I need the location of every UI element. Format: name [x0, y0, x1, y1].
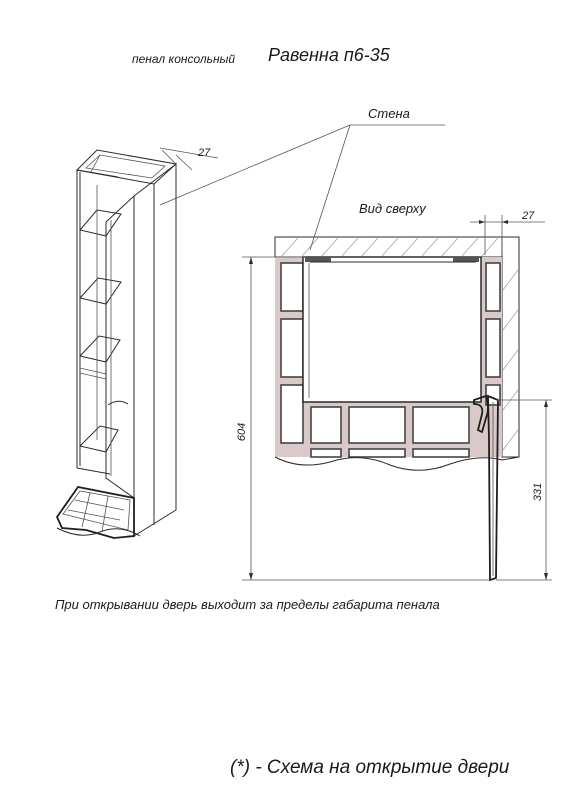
plan-view: 27 604 331 — [236, 124, 552, 582]
shelf — [79, 277, 122, 305]
tile-grid — [280, 262, 501, 458]
plan-front-edge — [274, 456, 520, 471]
cabinet-top-face — [75, 149, 178, 185]
plan-dim-wall-label: 27 — [521, 210, 535, 222]
wall-band — [274, 236, 520, 258]
header-prefix: пенал консольный — [132, 52, 236, 66]
open-door-plan — [473, 394, 499, 582]
shelf — [79, 425, 119, 453]
iso-dim-label: 27 — [197, 147, 211, 159]
dim-604-label: 604 — [236, 423, 248, 441]
cabinet-open-frame — [76, 169, 135, 499]
dim-331-label: 331 — [532, 483, 544, 501]
door-note: При открывании дверь выходит за пределы … — [55, 597, 440, 612]
header-model: Равенна п6-35 — [268, 45, 390, 65]
shelf — [79, 335, 121, 363]
cabinet-bottom-basket — [55, 486, 141, 539]
footer-scheme-label: (*) - Схема на открытие двери — [230, 757, 510, 778]
cabinet-isometric-view: 27 — [55, 124, 351, 539]
top-view-label: Вид сверху — [359, 201, 426, 216]
cabinet-side-panel — [133, 162, 177, 537]
cabinet-door-open — [105, 194, 135, 499]
wall-label: Стена — [368, 106, 410, 121]
cabinet-plan-outline — [302, 256, 482, 403]
